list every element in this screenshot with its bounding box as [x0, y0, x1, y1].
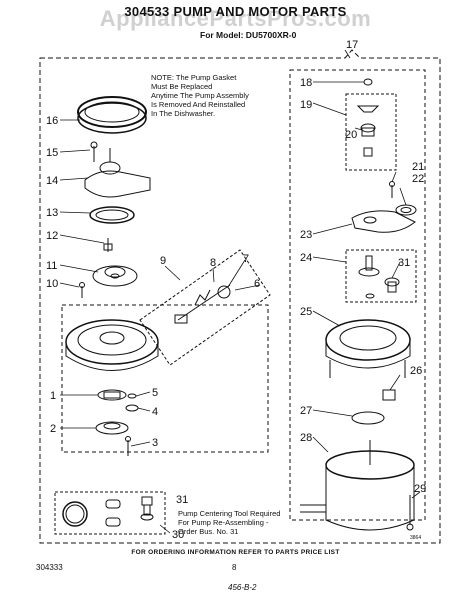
callout-18: 18: [300, 77, 312, 89]
callout-13: 13: [46, 207, 58, 219]
callout-31-right: 31: [398, 257, 410, 269]
bolt-12: [103, 238, 113, 252]
callout-11: 11: [46, 260, 57, 272]
callout-5: 5: [152, 387, 158, 399]
callout-16: 16: [46, 115, 58, 127]
motor-assembly-frame: [289, 69, 426, 521]
callout-31-left: 31: [176, 494, 188, 506]
box-9: [139, 249, 271, 366]
callout-8: 8: [210, 257, 216, 269]
box-19: [345, 93, 397, 171]
pump-gasket: [77, 96, 147, 134]
small-code: 3864: [410, 535, 422, 541]
note-line: Is Removed And Reinstalled: [151, 100, 246, 109]
callout-9: 9: [160, 255, 166, 267]
seal-ring: [89, 206, 135, 224]
plate-23: [351, 210, 416, 233]
page-title: 304533 PUMP AND MOTOR PARTS: [124, 4, 347, 19]
callout-28: 28: [300, 432, 312, 444]
doc-number: 304333: [36, 563, 63, 572]
box-30-parts: [62, 499, 121, 527]
clip-18: [363, 78, 373, 86]
callout-labels: 16 15 14 13 12 11 10 1 2 3 4 5 6 7 8 9 1…: [46, 39, 426, 541]
note-line: In The Dishwasher.: [151, 109, 216, 118]
seal-assembly-19: [356, 105, 380, 157]
gasket-note: NOTE: The Pump Gasket Must Be Replaced A…: [151, 73, 291, 118]
impeller: [92, 265, 138, 287]
callout-29: 29: [414, 483, 426, 495]
callout-14: 14: [46, 175, 58, 187]
handwritten-ref: 456-B-2: [228, 583, 257, 592]
callout-3: 3: [152, 437, 158, 449]
box-24: [345, 249, 417, 303]
screw-10: [79, 282, 85, 298]
box-30: [54, 491, 166, 535]
screw-21: [389, 181, 395, 198]
callout-2: 2: [50, 423, 56, 435]
pump-housing: [65, 319, 159, 371]
tool-note-line: Pump Centering Tool Required: [178, 509, 281, 518]
callout-24: 24: [300, 252, 312, 264]
callout-10: 10: [46, 278, 58, 290]
callout-21: 21: [412, 161, 424, 173]
leader-lines: [59, 49, 421, 534]
motor-28: [300, 440, 415, 531]
callout-12: 12: [46, 230, 58, 242]
callout-27: 27: [300, 405, 312, 417]
model-subtitle: For Model: DU5700XR-0: [200, 30, 297, 40]
note-line: Anytime The Pump Assembly: [151, 91, 249, 100]
callout-6: 6: [254, 278, 260, 290]
callout-19: 19: [300, 99, 312, 111]
tool-note-line: Order Bus. No. 31: [178, 527, 239, 536]
callout-4: 4: [152, 406, 158, 418]
callout-17: 17: [346, 39, 358, 51]
pump-assembly-frame: [61, 304, 269, 453]
ordering-info: FOR ORDERING INFORMATION REFER TO PARTS …: [131, 549, 340, 556]
callout-15: 15: [46, 147, 58, 159]
spray-arm-parts: [174, 284, 231, 324]
callout-26: 26: [410, 365, 422, 377]
screw-29: [406, 495, 414, 531]
callout-30: 30: [172, 529, 184, 541]
centering-tool: [140, 496, 154, 521]
pump-cover: [84, 148, 151, 198]
disc-27: [351, 411, 385, 425]
callout-23: 23: [300, 229, 312, 241]
motor-mount-25: [325, 319, 411, 378]
tool-note-line: For Pump Re-Assembling -: [178, 518, 269, 527]
note-line: Must Be Replaced: [151, 82, 213, 91]
callout-7: 7: [243, 253, 249, 265]
callout-20: 20: [345, 129, 357, 141]
page-number: 8: [232, 563, 237, 572]
bracket-26: [382, 389, 396, 401]
callout-1: 1: [50, 390, 56, 402]
callout-25: 25: [300, 306, 312, 318]
note-line: NOTE: The Pump Gasket: [151, 73, 237, 82]
callout-22: 22: [412, 173, 424, 185]
diagram-border: [39, 49, 441, 544]
screw-15: [90, 141, 98, 162]
shaft-parts-24: [358, 255, 400, 299]
tool-note: Pump Centering Tool Required For Pump Re…: [178, 509, 318, 536]
